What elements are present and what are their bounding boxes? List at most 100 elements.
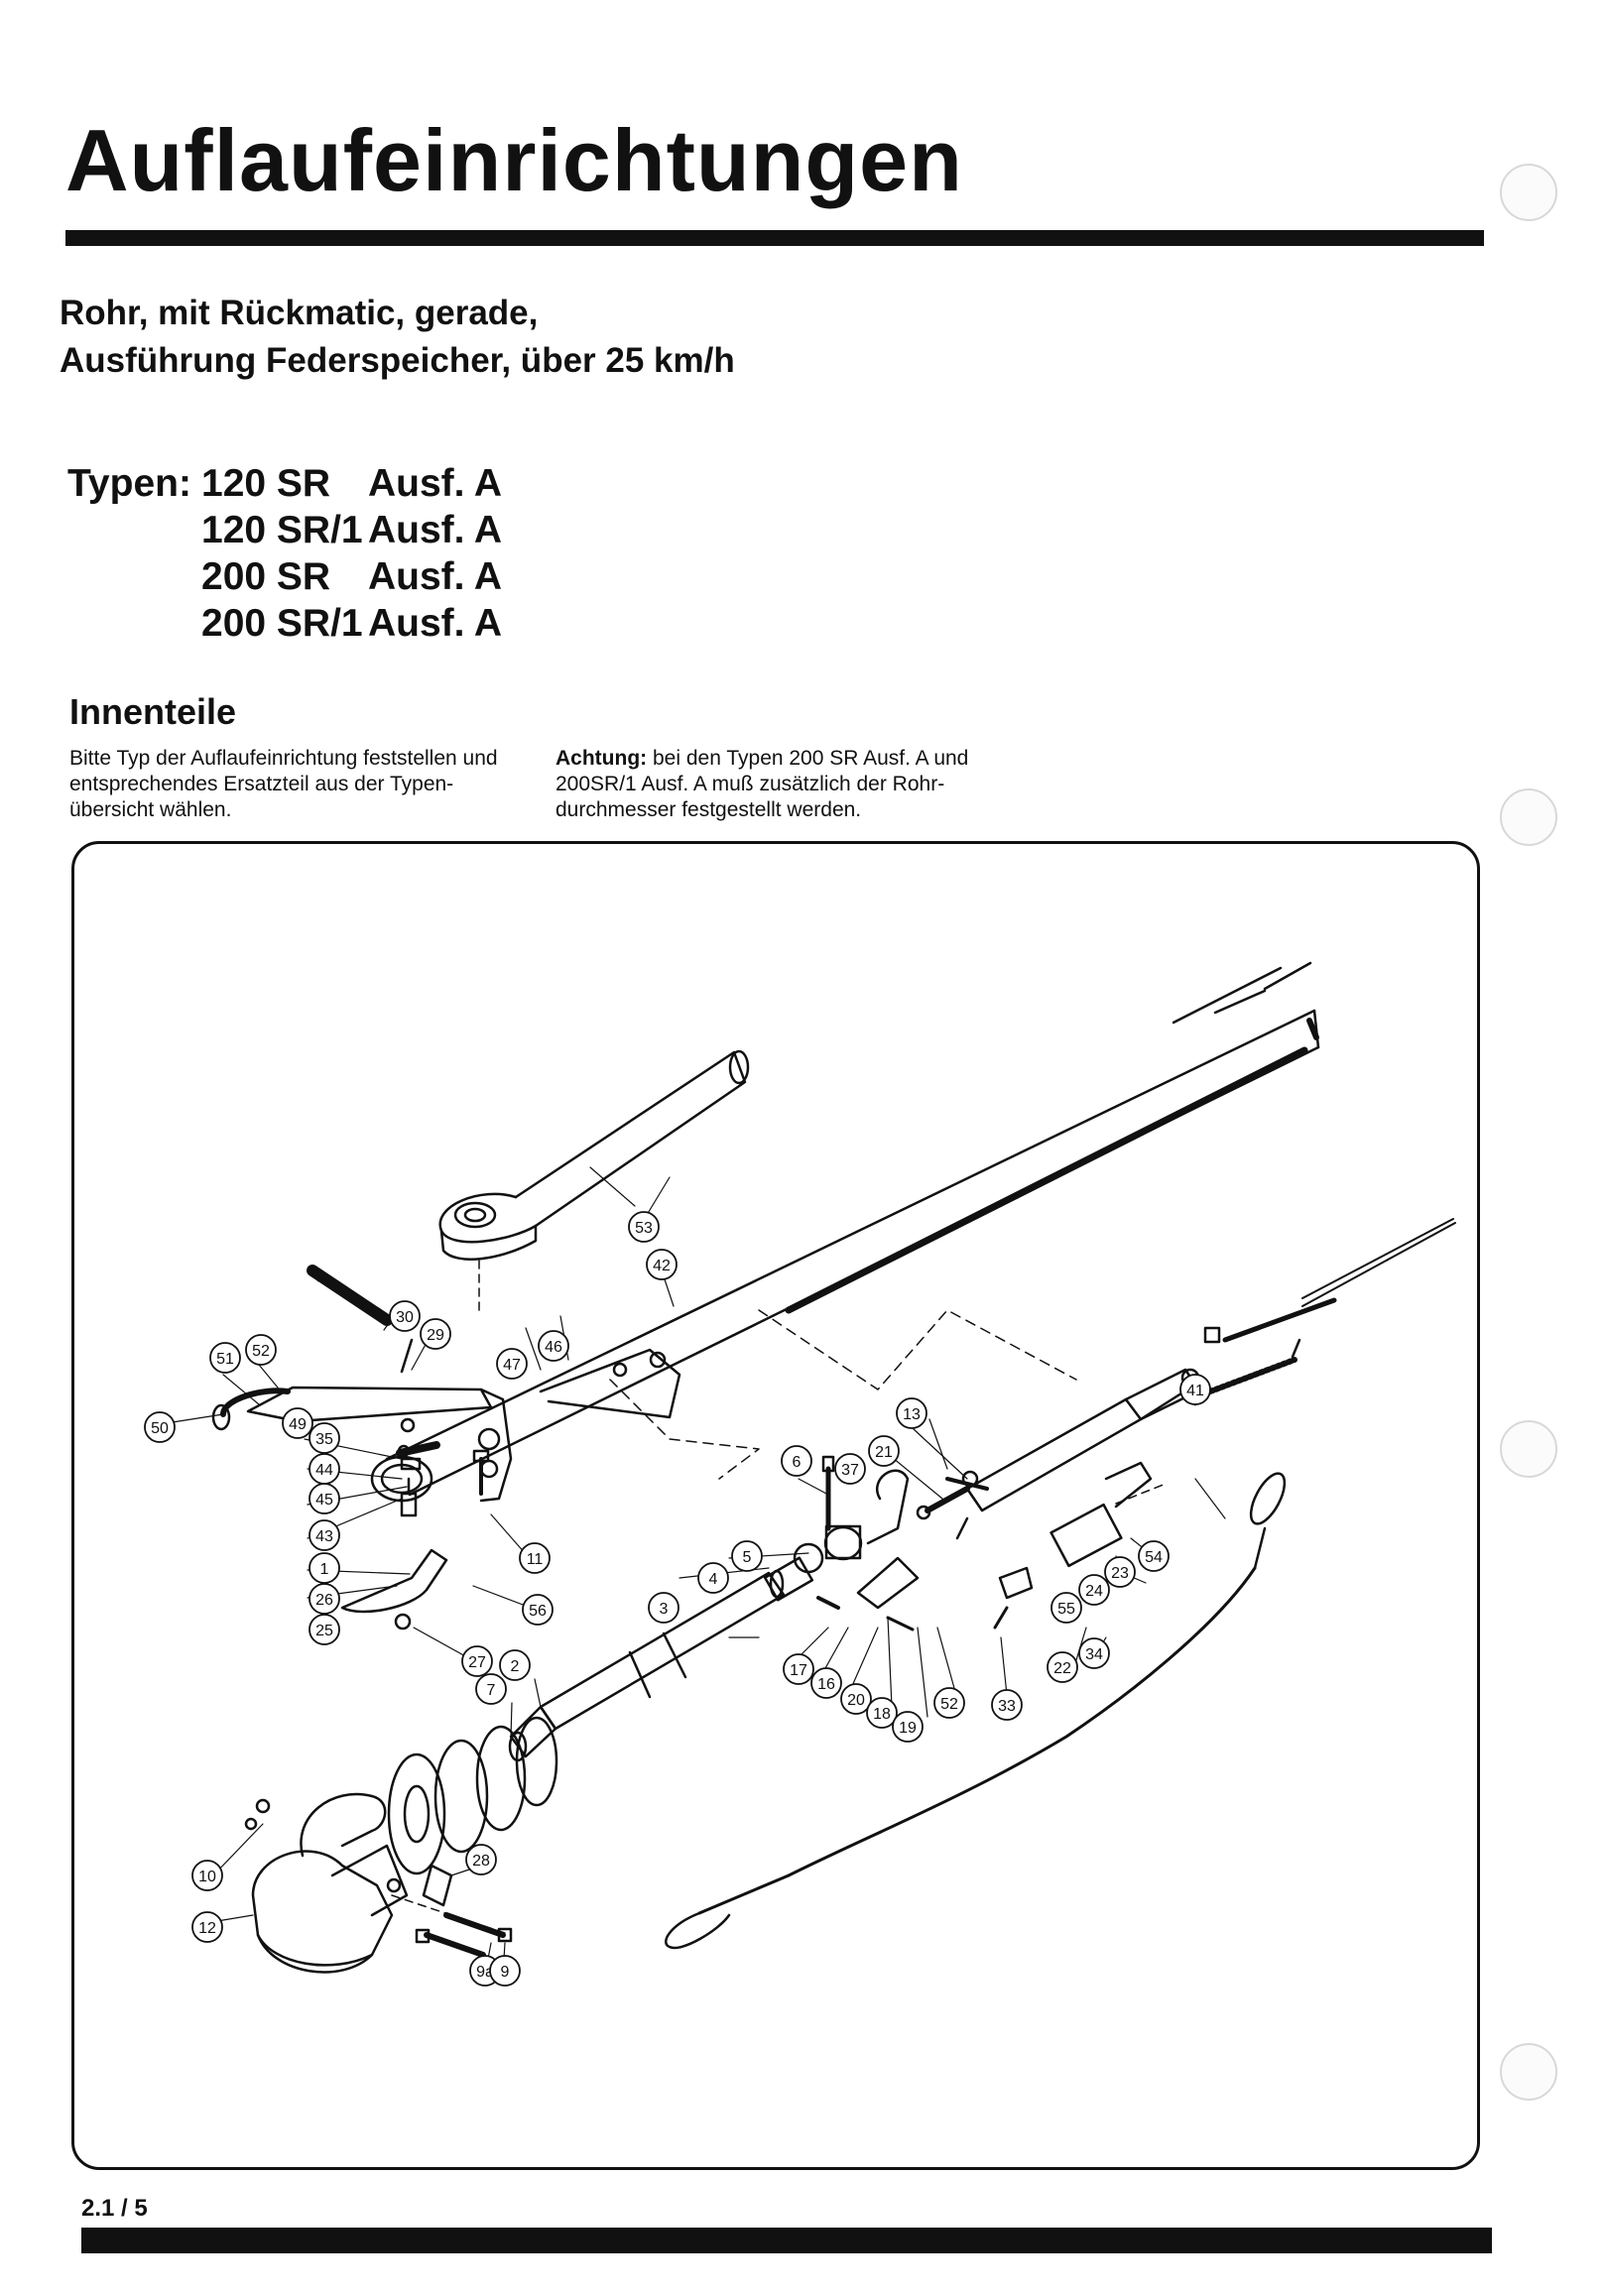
part-number-label: 37	[841, 1462, 859, 1479]
part-number-label: 21	[875, 1444, 893, 1461]
part-number-35: 35	[309, 1422, 340, 1454]
part-number-label: 46	[545, 1339, 562, 1356]
type-variant: Ausf. A	[368, 602, 503, 645]
type-variant: Ausf. A	[368, 509, 503, 551]
types-row: Typen: 120 SR Ausf. A	[67, 460, 502, 507]
tube-bracket	[539, 1309, 1077, 1480]
part-number-27: 27	[461, 1645, 493, 1677]
types-row: 200 SR Ausf. A	[67, 553, 502, 600]
part-number-17: 17	[783, 1653, 814, 1685]
part-number-label: 1	[320, 1561, 329, 1578]
part-number-label: 22	[1053, 1660, 1071, 1677]
part-number-label: 9	[501, 1964, 510, 1981]
part-number-label: 43	[315, 1528, 333, 1545]
part-number-label: 27	[468, 1654, 486, 1671]
part-number-label: 35	[315, 1431, 333, 1448]
part-number-label: 24	[1085, 1583, 1103, 1600]
selection-note: Bitte Typ der Auflaufeinrichtung festste…	[69, 747, 498, 821]
part-number-label: 34	[1085, 1646, 1103, 1663]
part-number-label: 28	[472, 1853, 490, 1870]
part-number-3: 3	[648, 1592, 679, 1624]
part-number-label: 4	[709, 1571, 718, 1588]
part-number-5: 5	[731, 1540, 763, 1572]
part-number-6: 6	[781, 1445, 812, 1477]
part-number-label: 52	[252, 1343, 270, 1360]
part-number-label: 56	[529, 1603, 547, 1620]
section-heading: Innenteile	[69, 691, 237, 732]
part-number-47: 47	[496, 1348, 528, 1380]
part-number-43: 43	[309, 1519, 340, 1551]
part-number-26: 26	[309, 1583, 340, 1615]
type-variant: Ausf. A	[368, 555, 503, 598]
part-number-label: 29	[427, 1327, 444, 1344]
part-number-41: 41	[1179, 1374, 1211, 1405]
type-model: 120 SR	[201, 462, 331, 505]
part-number-7: 7	[475, 1673, 507, 1705]
part-number-label: 44	[315, 1462, 333, 1479]
part-number-4: 4	[697, 1562, 729, 1594]
page-title: Auflaufeinrichtungen	[65, 111, 963, 209]
part-number-50: 50	[144, 1411, 176, 1443]
part-number-52: 52	[245, 1334, 277, 1366]
part-number-label: 6	[793, 1454, 802, 1471]
part-number-label: 42	[653, 1258, 671, 1274]
part-number-label: 18	[873, 1706, 891, 1723]
part-number-label: 45	[315, 1492, 333, 1509]
exploded-parts-diagram: 5342302951524746504935444543126251156276…	[144, 961, 1456, 1987]
part-number-9: 9	[489, 1955, 521, 1987]
brake-cable	[665, 1218, 1456, 1950]
subtitle-line: Rohr, mit Rückmatic, gerade,	[60, 294, 539, 332]
towing-eye-part	[438, 1049, 750, 1311]
page-number: 2.1 / 5	[81, 2195, 148, 2222]
part-number-29: 29	[420, 1318, 451, 1350]
part-number-56: 56	[522, 1594, 554, 1626]
part-number-label: 20	[847, 1692, 865, 1709]
types-row: 120 SR/1 Ausf. A	[67, 507, 502, 553]
part-number-54: 54	[1138, 1540, 1170, 1572]
type-model: 200 SR	[201, 555, 331, 598]
part-number-53: 53	[628, 1211, 660, 1243]
part-number-16: 16	[810, 1667, 842, 1699]
part-number-label: 33	[998, 1698, 1016, 1715]
mid-fittings	[793, 1455, 1167, 1631]
part-number-label: 5	[743, 1549, 752, 1566]
part-number-46: 46	[538, 1330, 569, 1362]
punch-hole	[1500, 1420, 1557, 1478]
part-number-18: 18	[866, 1697, 898, 1729]
part-number-label: 41	[1186, 1383, 1204, 1399]
part-number-label: 30	[396, 1309, 414, 1326]
part-number-11: 11	[519, 1542, 551, 1574]
part-number-49: 49	[282, 1407, 313, 1439]
punch-hole	[1500, 164, 1557, 221]
part-number-label: 19	[899, 1720, 917, 1737]
part-number-label: 54	[1145, 1549, 1163, 1566]
part-number-28: 28	[465, 1844, 497, 1875]
part-number-19: 19	[892, 1711, 924, 1743]
type-model: 120 SR/1	[201, 509, 363, 551]
part-number-label: 2	[511, 1658, 520, 1675]
part-number-34: 34	[1078, 1637, 1110, 1669]
part-number-label: 7	[487, 1682, 496, 1699]
part-number-42: 42	[646, 1249, 678, 1280]
punch-hole	[1500, 2043, 1557, 2101]
part-number-label: 47	[503, 1357, 521, 1374]
part-number-30: 30	[389, 1300, 421, 1332]
part-number-label: 49	[289, 1416, 307, 1433]
part-number-label: 25	[315, 1623, 333, 1639]
part-number-label: 26	[315, 1592, 333, 1609]
coupling-head	[244, 1792, 513, 1974]
part-number-label: 55	[1057, 1601, 1075, 1618]
part-number-13: 13	[896, 1397, 927, 1429]
warning-label: Achtung:	[556, 747, 648, 770]
part-number-44: 44	[309, 1453, 340, 1485]
page-subtitle: Rohr, mit Rückmatic, gerade, Ausführung …	[60, 290, 735, 385]
part-number-label: 13	[903, 1406, 921, 1423]
part-number-2: 2	[499, 1649, 531, 1681]
part-number-label: 16	[817, 1676, 835, 1693]
part-number-label: 17	[790, 1662, 807, 1679]
part-number-25: 25	[309, 1614, 340, 1645]
drawbar-tube	[370, 961, 1320, 1503]
types-label: Typen:	[67, 462, 191, 505]
